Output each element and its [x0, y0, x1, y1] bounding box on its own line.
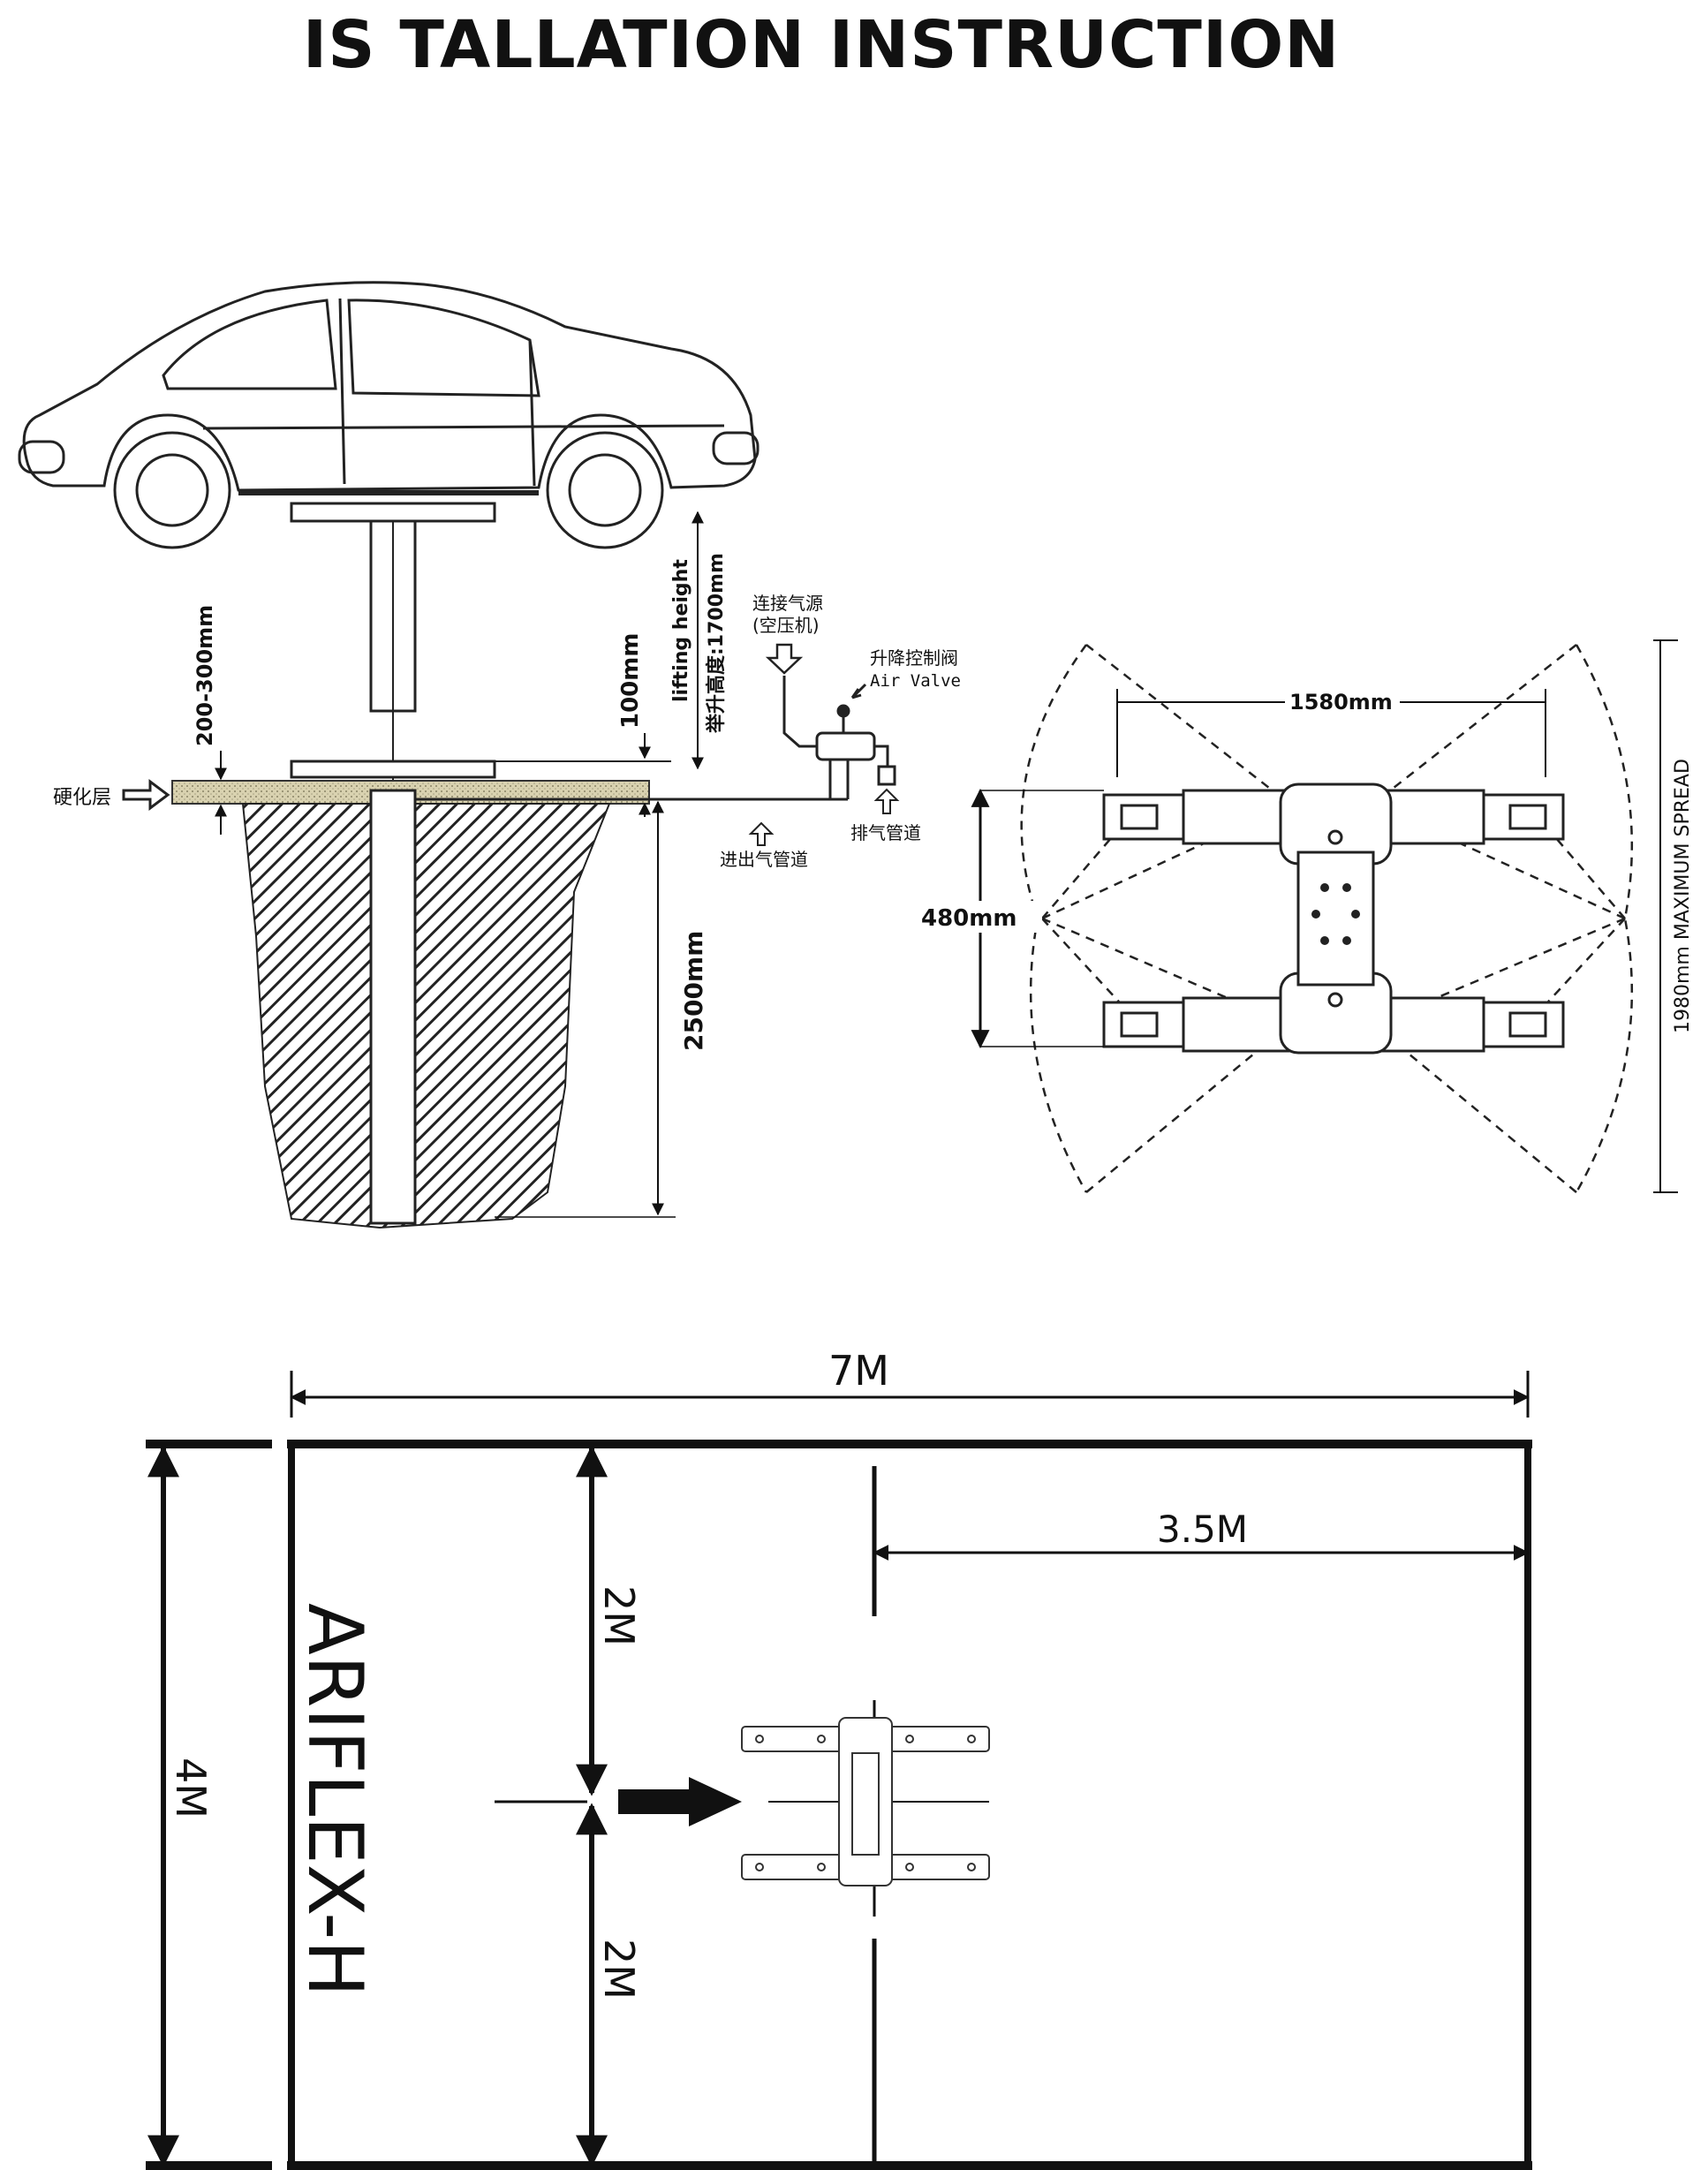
valve-cn-label: 升降控制阀 [870, 647, 958, 669]
dim-2m-bottom-label: 2M [595, 1939, 643, 2000]
lift-height-cn-label: 举升高度:1700mm [705, 553, 728, 734]
dim-1580-label: 1580mm [1289, 690, 1393, 715]
arrow-up-icon [748, 821, 775, 846]
dim-2500-label: 2500mm [679, 931, 708, 1051]
exhaust-label: 排气管道 [850, 822, 921, 843]
pit-hatch [241, 803, 611, 1229]
arrow-up-icon [873, 788, 900, 814]
cylinder [369, 789, 417, 1225]
max-spread-label: 1980mm MAXIMUM SPREAD [1672, 759, 1694, 1033]
dim-2m-top-label: 2M [595, 1585, 643, 1646]
floor-plan-frame [146, 1371, 1532, 2170]
lift-top-view [1020, 644, 1634, 1193]
hardened-layer-label: 硬化层 [53, 787, 111, 809]
model-name: ARIFLEX-H [291, 1603, 379, 1997]
page-title: IS TALLATION INSTRUCTION [302, 7, 1341, 83]
dim-200-300-label: 200-300mm [193, 605, 217, 746]
dim-100-label: 100mm [617, 633, 644, 729]
car-drawing [18, 281, 760, 549]
air-valve-label: Air Valve [870, 671, 961, 691]
pointer-arrow-icon [850, 683, 867, 699]
air-valve [782, 676, 896, 799]
dim-3-5m-label: 3.5M [1157, 1508, 1248, 1551]
dim-4m-label: 4M [167, 1758, 215, 1818]
lift-plan-icon [741, 1717, 990, 1886]
compressor-label: (空压机) [752, 615, 820, 636]
entry-arrow-icon [618, 1777, 742, 1826]
arrow-icon [122, 779, 170, 811]
arrow-down-icon [765, 643, 804, 675]
dim-7m-label: 7M [828, 1347, 889, 1395]
inlet-pipe-label: 进出气管道 [720, 849, 808, 870]
lifting-height-label: lifting height [670, 559, 692, 702]
air-source-label: 连接气源 [752, 593, 823, 614]
dim-480-label: 480mm [921, 905, 1016, 932]
